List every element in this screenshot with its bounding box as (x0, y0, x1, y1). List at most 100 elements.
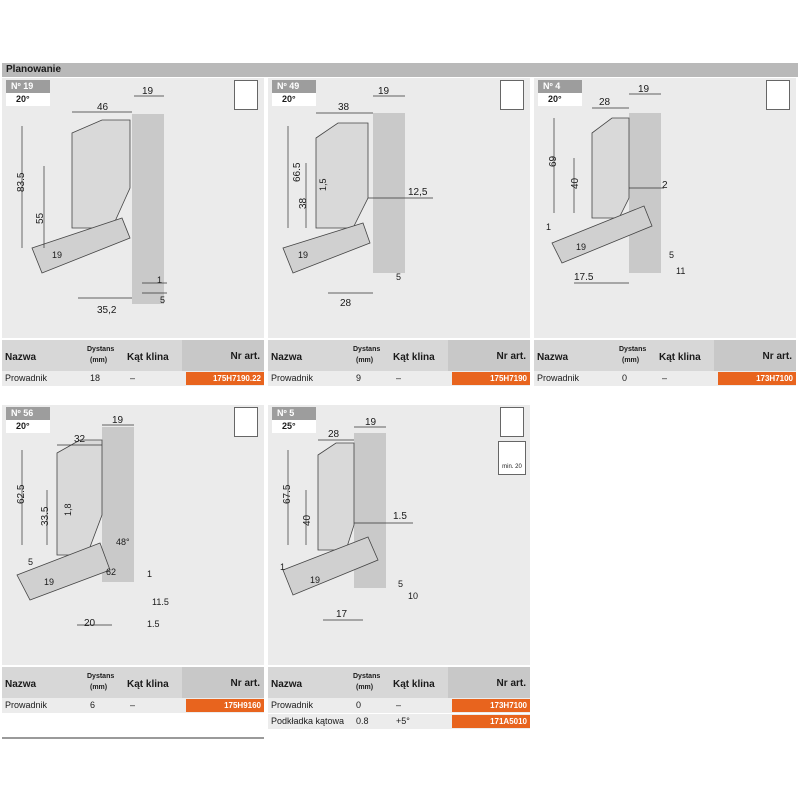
hinge-drawing: 66.5 38 1,5 38 19 12,5 19 5 28 (282, 86, 433, 309)
col-art: Nr art. (714, 340, 796, 374)
panel-no-4: 69 40 28 19 2 19 1 5 11 17.5 Nº 4 20° Na… (534, 78, 796, 398)
dim-height-inner: 40 (570, 177, 581, 189)
hinge-diagram: 69 40 28 19 2 19 1 5 11 17.5 Nº 4 20° (534, 78, 796, 338)
row-art-number: 175H9160 (186, 699, 264, 712)
table-row: Prowadnik 6 – 175H9160 (2, 698, 264, 713)
dim-gap1: 1 (280, 562, 285, 572)
table-header: Nazwa Dystans (mm) Kąt klina Nr art. (534, 340, 796, 374)
dim-gap1: 1 (157, 275, 162, 285)
dim-bottom: 17 (336, 609, 348, 620)
col-name: Nazwa (5, 352, 37, 363)
row-angle: – (396, 373, 402, 383)
table-header: Nazwa Dystans (mm) Kąt klina Nr art. (2, 340, 264, 374)
dim-gap3: 10 (408, 591, 418, 601)
divider (2, 737, 264, 739)
col-dist-top: Dystans (353, 346, 381, 353)
col-name: Nazwa (271, 352, 303, 363)
dim-gap1: 1 (546, 222, 551, 232)
panel-number-badge: Nº 19 (6, 80, 50, 93)
screw-label: min. 20 (502, 464, 522, 470)
dim-height-outer: 67.5 (282, 484, 293, 504)
panel-number-badge: Nº 56 (6, 407, 50, 420)
row-distance: 18 (90, 373, 101, 383)
dim-side: 19 (52, 250, 62, 260)
section-title: Planowanie (2, 63, 798, 77)
screw-icon: min. 20 (498, 441, 526, 475)
hinge-diagram: 62.5 33.5 1,8 32 19 5 19 62 48° 1 11.5 1… (2, 405, 264, 665)
row-art-number: 175H7190 (452, 372, 530, 385)
opening-angle: 20° (6, 420, 50, 433)
mounting-icon (500, 407, 524, 437)
col-dist-top: Dystans (353, 673, 381, 680)
table-row: Prowadnik 18 – 175H7190.22 (2, 371, 264, 386)
dim-height-inner: 38 (298, 197, 309, 209)
row-distance: 0.8 (356, 716, 369, 726)
row-name: Prowadnik (5, 373, 48, 383)
col-angle: Kąt klina (127, 679, 169, 690)
col-art: Nr art. (448, 340, 530, 374)
row-art-number: 173H7100 (452, 699, 530, 712)
col-angle: Kąt klina (659, 352, 701, 363)
dim-height-outer: 69 (548, 155, 559, 167)
dim-side: 19 (298, 250, 308, 260)
row-angle: – (130, 373, 136, 383)
dim-top: 19 (638, 84, 650, 95)
row-distance: 9 (356, 373, 362, 383)
col-dist-bottom: (mm) (90, 357, 108, 364)
mounting-icon (234, 80, 258, 110)
row-angle: – (396, 700, 402, 710)
col-name: Nazwa (5, 679, 37, 690)
dim-width: 38 (338, 102, 350, 113)
dim-bottom: 17.5 (574, 272, 594, 283)
opening-angle: 20° (6, 93, 50, 106)
mounting-icon (500, 80, 524, 110)
col-name: Nazwa (537, 352, 569, 363)
row-name: Prowadnik (5, 700, 48, 710)
opening-angle: 20° (538, 93, 582, 106)
dim-gap3: 11 (676, 266, 685, 276)
mounting-icon (766, 80, 790, 110)
panel-no-19: 83.5 55 46 19 35,2 19 1 5 Nº 19 20° Nazw… (2, 78, 264, 398)
dim-deg: 48° (116, 537, 130, 547)
col-dist-bottom: (mm) (90, 684, 108, 691)
mounting-icon (234, 407, 258, 437)
dim-gap2: 5 (396, 272, 401, 282)
dim-side: 19 (576, 242, 586, 252)
dim-height-outer: 66.5 (292, 162, 303, 182)
dim-gap2: 5 (398, 579, 403, 589)
hinge-drawing: 69 40 28 19 2 19 1 5 11 17.5 (546, 84, 685, 284)
panel-number-badge: Nº 5 (272, 407, 316, 420)
dim-side: 19 (310, 575, 320, 585)
row-art-number: 173H7100 (718, 372, 796, 385)
col-art: Nr art. (182, 667, 264, 701)
hinge-drawing: 62.5 33.5 1,8 32 19 5 19 62 48° 1 11.5 1… (16, 415, 169, 629)
dim-width: 46 (97, 102, 109, 113)
col-dist-bottom: (mm) (622, 357, 640, 364)
dim-top: 19 (365, 417, 377, 428)
table-row: Prowadnik 0 – 173H7100 (534, 371, 796, 386)
row-name: Prowadnik (271, 373, 314, 383)
table-row: Prowadnik 0 – 173H7100 (268, 698, 530, 713)
dim-gap1: 1 (147, 569, 152, 579)
row-distance: 0 (356, 700, 362, 710)
dim-height-inner: 33.5 (40, 506, 51, 526)
col-angle: Kąt klina (393, 679, 435, 690)
dim-small: 1,8 (63, 503, 73, 516)
dim-small: 1,5 (318, 178, 328, 191)
dim-gap-top: 5 (28, 557, 33, 567)
row-angle: – (130, 700, 136, 710)
col-art: Nr art. (182, 340, 264, 374)
dim-height-inner: 40 (302, 514, 313, 526)
panel-no-56: 62.5 33.5 1,8 32 19 5 19 62 48° 1 11.5 1… (2, 405, 264, 725)
hinge-diagram: 83.5 55 46 19 35,2 19 1 5 Nº 19 20° (2, 78, 264, 338)
dim-top: 19 (378, 86, 390, 97)
dim-width: 28 (599, 97, 611, 108)
col-dist-top: Dystans (87, 673, 115, 680)
dim-gap3: 1.5 (147, 619, 160, 629)
dim-gap2: 5 (160, 295, 165, 305)
dim-offset: 1.5 (393, 511, 407, 522)
opening-angle: 25° (272, 420, 316, 433)
row-angle: – (662, 373, 668, 383)
hinge-diagram: 67.5 40 28 19 1.5 1 19 5 10 17 Nº 5 25° … (268, 405, 530, 665)
dim-width: 28 (328, 429, 340, 440)
